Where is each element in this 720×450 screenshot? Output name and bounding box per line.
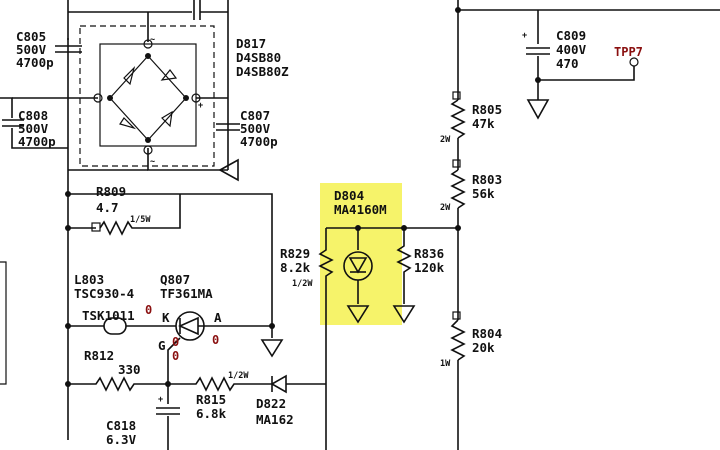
r815-value: 6.8k	[196, 406, 227, 421]
bridge-rectifier: ~ ~ +	[93, 35, 203, 167]
main-wiring	[0, 0, 240, 440]
r805-power: 2W	[440, 135, 451, 145]
q807-mark-a: 0	[212, 333, 219, 347]
r804-ref: R804	[472, 326, 502, 341]
c805-ref: C805	[16, 29, 46, 44]
svg-text:+: +	[158, 395, 163, 405]
r836-ref: R836	[414, 246, 444, 261]
r829-power: 1/2W	[292, 279, 313, 289]
r804-value: 20k	[472, 340, 495, 355]
c805-value: 4700p	[16, 55, 54, 70]
r803-value: 56k	[472, 186, 495, 201]
svg-text:+: +	[522, 31, 527, 41]
bridge-enclosure	[79, 25, 215, 167]
c818-voltage: 6.3V	[106, 432, 137, 447]
d817-part-1: D4SB80	[236, 50, 281, 65]
q807-pin-a: A	[214, 310, 222, 325]
c809-circuit: +	[522, 10, 639, 120]
r815-power: 1/2W	[228, 371, 249, 381]
r809-power: 1/5W	[130, 215, 151, 225]
r805-ref: R805	[472, 102, 502, 117]
d822-part: MA162	[256, 412, 294, 427]
d804-part: MA4160M	[334, 202, 387, 217]
svg-text:+: +	[198, 101, 203, 111]
middle-wiring	[65, 191, 458, 450]
right-rail	[450, 0, 720, 450]
c809-value: 470	[556, 56, 579, 71]
r803-ref: R803	[472, 172, 502, 187]
q807-mark-g: 0	[172, 349, 179, 363]
d804-highlight	[320, 183, 402, 325]
c807-ref: C807	[240, 108, 270, 123]
tpp7-label: TPP7	[614, 45, 643, 59]
r815-ref: R815	[196, 392, 226, 407]
q807-pin-g: G	[158, 338, 166, 353]
r809-ref: R809	[96, 184, 126, 199]
l803-part: TSC930-4	[74, 286, 134, 301]
r829-ref: R829	[280, 246, 310, 261]
q807-pin-k: K	[162, 310, 170, 325]
svg-text:~: ~	[150, 157, 155, 167]
c808-ref: C808	[18, 108, 48, 123]
r829-value: 8.2k	[280, 260, 311, 275]
r812-value: 330	[118, 362, 141, 377]
c808-voltage: 500V	[18, 121, 49, 136]
c809-ref: C809	[556, 28, 586, 43]
c807-value: 4700p	[240, 134, 278, 149]
l803-bead-mark: 0	[145, 303, 152, 317]
c809-voltage: 400V	[556, 42, 587, 57]
r804-power: 1W	[440, 359, 451, 369]
q807-part: TF361MA	[160, 286, 213, 301]
d817-ref: D817	[236, 36, 266, 51]
c818-ref: C818	[106, 418, 136, 433]
c808-value: 4700p	[18, 134, 56, 149]
l803-bead: TSK1011	[82, 308, 135, 323]
svg-text:~: ~	[150, 35, 155, 45]
d822-ref: D822	[256, 396, 286, 411]
q807-ref: Q807	[160, 272, 190, 287]
q807-mark-k: 0	[172, 335, 179, 349]
c805-voltage: 500V	[16, 42, 47, 57]
l803-ref: L803	[74, 272, 104, 287]
r805-value: 47k	[472, 116, 495, 131]
d804-ref: D804	[334, 188, 364, 203]
lower-wiring: +	[0, 261, 326, 450]
c807-voltage: 500V	[240, 121, 271, 136]
r803-power: 2W	[440, 203, 451, 213]
r809-value: 4.7	[96, 200, 119, 215]
bridge-inner-box	[99, 43, 197, 147]
d817-part-2: D4SB80Z	[236, 64, 289, 79]
r836-value: 120k	[414, 260, 445, 275]
r812-ref: R812	[84, 348, 114, 363]
